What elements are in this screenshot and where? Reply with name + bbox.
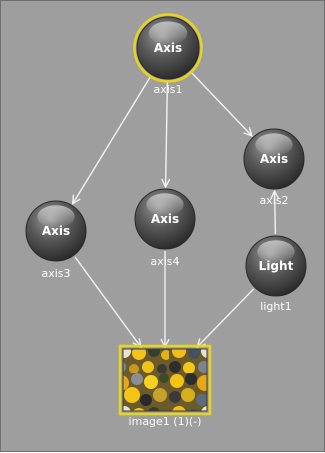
node-title: Light [259,259,294,273]
edge-light1-to-image1[interactable] [197,288,255,347]
node-axis4[interactable]: Axis axis4 [134,188,196,268]
node-image1[interactable]: image1 (1)(-) [118,344,212,428]
sphere-highlight [148,21,188,45]
node-title: Axis [42,224,70,238]
node-title: Axis [154,41,182,55]
edge-light1-to-axis2[interactable] [275,191,276,235]
node-title: Axis [151,212,179,226]
sphere-highlight [257,240,295,263]
image-thumbnail [122,348,208,412]
node-label: light1 [260,300,291,313]
node-label: axis1 [153,83,182,96]
node-axis2[interactable]: Axis axis2 [243,128,305,207]
sphere-highlight [37,205,75,229]
sphere-highlight [146,193,184,217]
node-axis1[interactable]: Axis axis1 [133,13,203,97]
edge-axis1-to-axis4[interactable] [166,80,168,187]
node-axis3[interactable]: Axis axis3 [25,200,87,280]
node-label: axis3 [41,267,70,280]
edge-axis1-to-axis2[interactable] [190,71,252,136]
node-label: axis4 [150,255,179,268]
node-light1[interactable]: Light light1 [245,235,307,313]
edge-axis3-to-image1[interactable] [74,256,141,347]
sphere-highlight [255,133,293,157]
node-label: image1 (1)(-) [129,415,202,428]
edges-layer [73,71,276,347]
selection-ring [133,13,203,83]
edge-axis1-to-axis3[interactable] [73,75,152,204]
selection-frame [118,344,212,416]
node-title: Axis [260,152,288,166]
node-label: axis2 [259,194,288,207]
